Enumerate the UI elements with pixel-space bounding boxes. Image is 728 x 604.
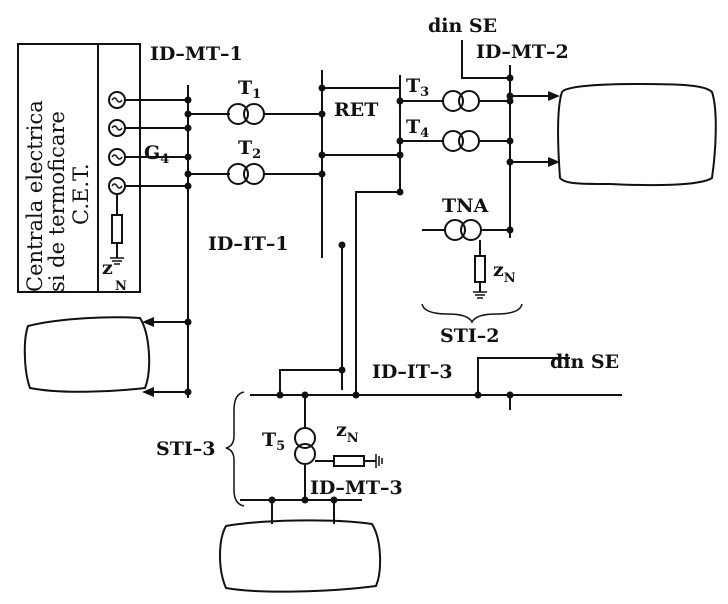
transformer-icon [294,427,316,449]
id-mt-2-label: ID–MT–2 [476,41,569,63]
zn-t5-label: zN [336,419,359,446]
consumer-area-2 [557,82,717,187]
ret-label: RET [334,99,378,121]
din-se-top-label: din SE [428,15,497,37]
transformer-icon [442,90,464,112]
bus-id-mt-3: ID–MT–3 [240,477,403,524]
bus-id-it-1: ID–IT–1 [208,191,400,390]
id-it-1-label: ID–IT–1 [208,233,289,255]
id-mt-1-label: ID–MT–1 [150,43,243,65]
t4-label: T4 [406,116,429,141]
transformer-t1: T1 [188,77,322,125]
transformer-icon [227,103,249,125]
junction-dots [184,74,514,504]
bus-ret: RET [321,70,400,258]
cet-neutral-impedance: z N [102,194,127,294]
transformer-t2: T2 [188,137,322,185]
arrow-icon [548,157,560,167]
resistor-icon [474,255,486,283]
zn-cet-label: z [102,257,113,279]
cet-label-line1: Centrala electrica [23,100,47,292]
zn-cet-sub: N [115,279,127,294]
cet-label-line3: C.E.T. [69,163,93,225]
consumer-area-1 [23,316,188,397]
tna-label: TNA [442,195,489,217]
din-se-bottom-label: din SE [550,351,619,373]
transformer-icon [444,219,466,241]
bus-id-mt-1: ID–MT–1 [150,43,243,398]
consumer-area-3 [219,519,382,593]
id-mt-3-label: ID–MT–3 [310,477,403,499]
sti-2-brace: STI–2 [421,303,523,347]
transformer-icon [227,163,249,185]
t1-label: T1 [238,77,261,102]
transformer-t4: T4 [406,116,510,152]
bus-id-it-3: ID–IT–3 din SE [250,351,622,410]
g4-label: G4 [144,142,169,167]
arrow-icon [548,91,560,101]
sti-3-brace: STI–3 [156,391,245,507]
cet-label-line2: si de termoficare [45,111,69,292]
id-it-3-label: ID–IT–3 [372,361,453,383]
sti-2-label: STI–2 [440,325,499,347]
transformer-t5: T5 zN [262,395,383,500]
transformer-tna: TNA zN [422,195,516,299]
sti-3-label: STI–3 [156,438,215,460]
cet-plant-block: Centrala electrica si de termoficare C.E… [17,43,141,293]
t3-label: T3 [406,75,429,100]
arrow-icon [142,387,154,397]
zn-tna-label: zN [493,259,516,286]
arrow-icon [142,317,154,327]
transformer-icon [442,130,464,152]
t5-label: T5 [262,429,285,454]
resistor-icon [333,455,365,467]
resistor-icon [111,214,123,244]
t2-label: T2 [238,137,261,162]
transformer-t3: T3 [406,75,510,112]
